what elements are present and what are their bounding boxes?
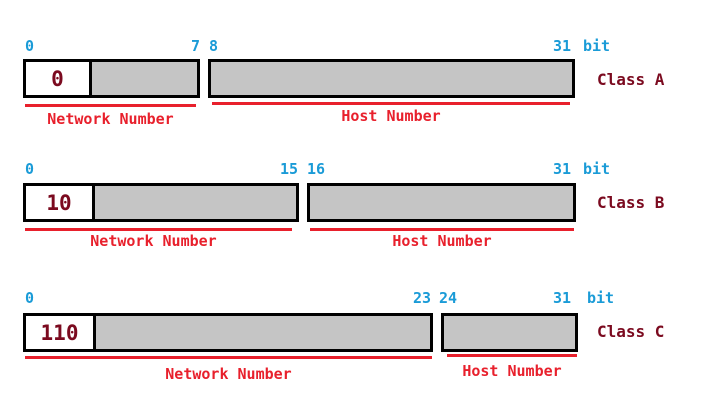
class-b-host-field [307, 183, 576, 222]
class-c-bit-network-end: 23 [412, 289, 431, 307]
class-c-label: Class C [597, 322, 665, 341]
class-a-bit-network-end: 7 [190, 37, 200, 55]
class-b-host-underline [310, 228, 574, 231]
class-c-bit-start: 0 [25, 289, 35, 307]
class-a-network-field: 0 [23, 59, 200, 98]
class-a-label: Class A [597, 70, 665, 89]
class-a-host-label: Host Number [341, 107, 441, 125]
class-b-bit-network-end: 15 [279, 160, 298, 178]
class-a-network-label: Network Number [47, 110, 174, 128]
class-c-bit-host-start: 24 [439, 289, 458, 307]
class-c-network-underline [25, 356, 432, 359]
class-c-network-label: Network Number [165, 365, 292, 383]
class-a-host-field [208, 59, 575, 98]
class-b-network-field: 10 [23, 183, 299, 222]
class-a-bit-unit: bit [583, 37, 611, 55]
class-c-prefix: 110 [26, 316, 96, 349]
class-b-bit-unit: bit [583, 160, 611, 178]
class-a-bit-end: 31 [553, 37, 572, 55]
class-a-bit-host-start: 8 [209, 37, 219, 55]
class-c-host-label: Host Number [462, 362, 562, 380]
class-b-label: Class B [597, 193, 665, 212]
class-a-host-underline [212, 102, 570, 105]
class-b-network-label: Network Number [90, 232, 217, 250]
class-b-prefix: 10 [26, 186, 95, 219]
class-c-host-underline [447, 354, 577, 357]
class-a-network-underline [25, 104, 196, 107]
class-b-bit-end: 31 [553, 160, 572, 178]
class-a-bit-start: 0 [25, 37, 35, 55]
class-b-network-underline [25, 228, 292, 231]
class-c-host-field [441, 313, 578, 352]
class-b-host-label: Host Number [392, 232, 492, 250]
class-c-network-field: 110 [23, 313, 433, 352]
class-a-prefix: 0 [26, 62, 92, 95]
class-b-bit-host-start: 16 [307, 160, 326, 178]
class-c-bit-end: 31 [553, 289, 572, 307]
class-b-bit-start: 0 [25, 160, 35, 178]
class-c-bit-unit: bit [587, 289, 615, 307]
